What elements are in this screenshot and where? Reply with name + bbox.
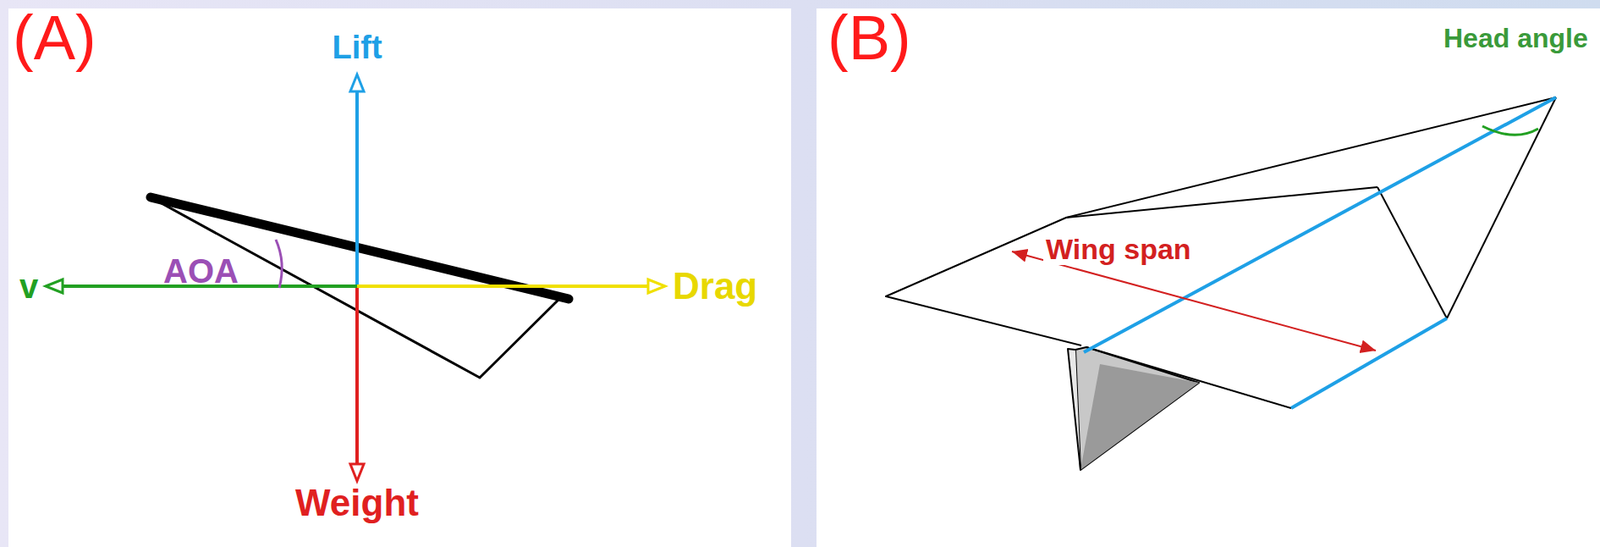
- force-label: Weight: [292, 482, 422, 523]
- plane-perspective: [885, 97, 1557, 470]
- force-label: Drag: [670, 265, 760, 307]
- angle-label: AOA: [160, 252, 242, 290]
- panel-b: [816, 8, 1600, 547]
- vector-label: v: [16, 267, 41, 305]
- panel-letter: (A): [10, 3, 99, 72]
- force-label: Lift: [329, 30, 385, 66]
- dimension-label: Wing span: [1043, 233, 1194, 265]
- angle-label: Head angle: [1440, 23, 1591, 54]
- force-vectors: [45, 74, 666, 481]
- panel-letter: (B): [824, 3, 914, 72]
- panel-a: [8, 8, 792, 547]
